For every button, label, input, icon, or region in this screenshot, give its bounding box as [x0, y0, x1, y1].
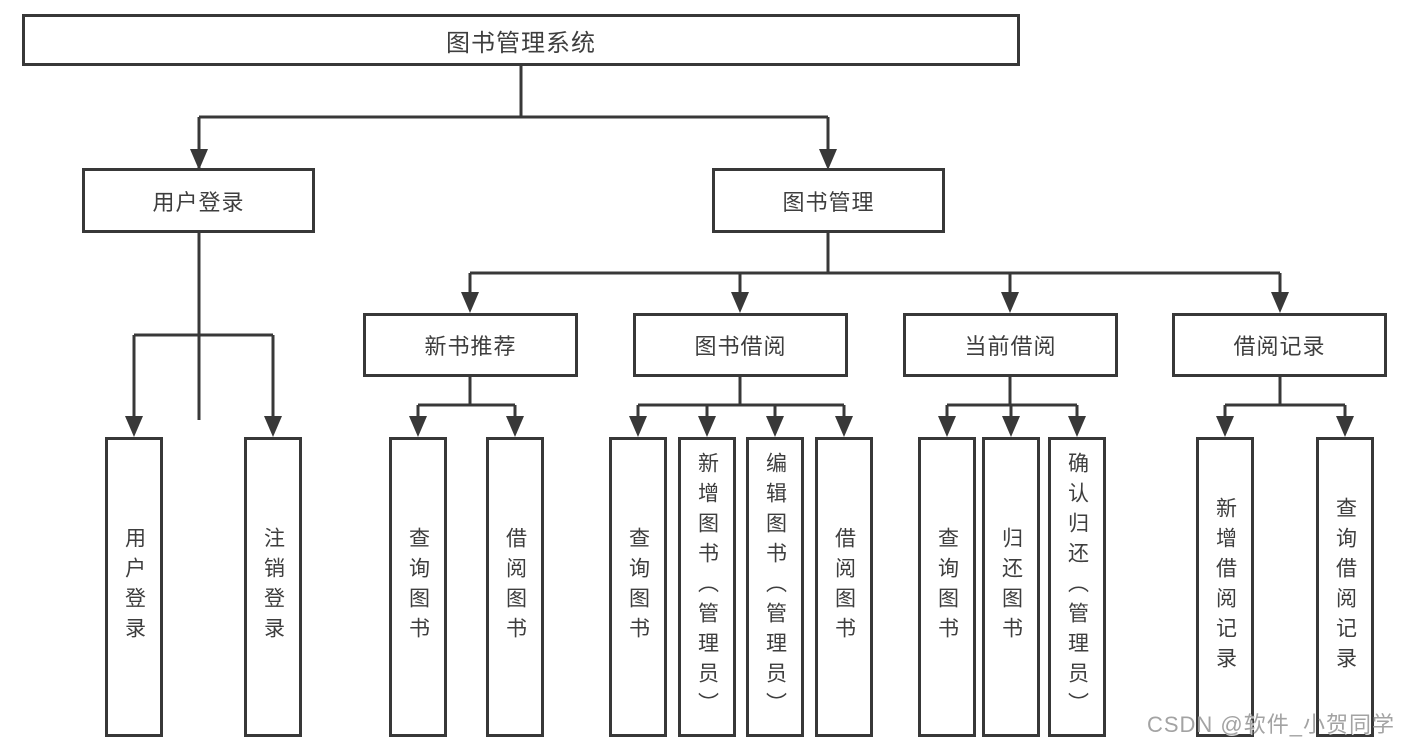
- leaf-query-borrow-record: 查询借阅记录: [1316, 437, 1374, 737]
- leaf-query-books-borrow: 查询图书: [609, 437, 667, 737]
- node-label: 查询图书: [626, 527, 650, 647]
- node-root-system: 图书管理系统: [22, 14, 1020, 66]
- node-current-borrow: 当前借阅: [903, 313, 1118, 377]
- node-label: 查询图书: [406, 527, 430, 647]
- edges-root-to-level2: [190, 66, 837, 420]
- node-label: 归还图书: [999, 527, 1023, 647]
- node-label: 借阅记录: [1233, 334, 1326, 359]
- arrowhead: [1216, 416, 1234, 437]
- arrowhead: [409, 416, 427, 437]
- leaf-confirm-return-admin: 确认归还（管理员）: [1048, 437, 1106, 737]
- node-label: 查询图书: [935, 527, 959, 647]
- node-label: 图书借阅: [694, 334, 787, 359]
- arrowhead: [1001, 292, 1019, 313]
- node-label: 图书管理: [782, 189, 875, 215]
- node-label: 借阅图书: [832, 527, 856, 647]
- arrowhead: [506, 416, 524, 437]
- leaf-borrow-books: 借阅图书: [815, 437, 873, 737]
- leaf-add-book-admin: 新增图书（管理员）: [678, 437, 736, 737]
- node-label: 图书管理系统: [446, 29, 596, 57]
- node-user-login: 用户登录: [82, 168, 315, 233]
- arrowhead: [629, 416, 647, 437]
- node-label: 查询借阅记录: [1333, 497, 1357, 677]
- leaf-query-books-recommend: 查询图书: [389, 437, 447, 737]
- node-new-book-recommend: 新书推荐: [363, 313, 578, 377]
- node-label: 用户登录: [122, 527, 146, 647]
- node-book-borrow: 图书借阅: [633, 313, 848, 377]
- node-label: 新增借阅记录: [1213, 497, 1237, 677]
- node-label: 新增图书（管理员）: [695, 452, 719, 722]
- arrowhead: [938, 416, 956, 437]
- node-borrow-records: 借阅记录: [1172, 313, 1387, 377]
- node-label: 用户登录: [152, 189, 245, 215]
- leaf-return-book: 归还图书: [982, 437, 1040, 737]
- arrowhead: [835, 416, 853, 437]
- arrowhead: [731, 292, 749, 313]
- node-label: 借阅图书: [503, 527, 527, 647]
- arrowhead: [819, 149, 837, 170]
- node-label: 确认归还（管理员）: [1065, 452, 1089, 722]
- edges-book-mgmt-to-level3: [461, 233, 1289, 313]
- node-label: 当前借阅: [964, 334, 1057, 359]
- node-label: 编辑图书（管理员）: [763, 452, 787, 722]
- node-book-management: 图书管理: [712, 168, 945, 233]
- edges-borrow-records-to-leaves: [1216, 377, 1354, 437]
- arrowhead: [1271, 292, 1289, 313]
- arrowhead: [190, 149, 208, 170]
- csdn-watermark: CSDN @软件_小贺同学: [1146, 712, 1395, 737]
- arrowhead: [264, 416, 282, 437]
- leaf-query-books-current: 查询图书: [918, 437, 976, 737]
- arrowhead: [766, 416, 784, 437]
- leaf-borrow-books-recommend: 借阅图书: [486, 437, 544, 737]
- arrowhead: [1336, 416, 1354, 437]
- leaf-edit-book-admin: 编辑图书（管理员）: [746, 437, 804, 737]
- leaf-user-login: 用户登录: [105, 437, 163, 737]
- node-label: 新书推荐: [424, 334, 517, 359]
- node-label: 注销登录: [261, 527, 285, 647]
- edges-new-books-to-leaves: [409, 377, 524, 437]
- edges-current-borrow-to-leaves: [938, 377, 1086, 437]
- arrowhead: [1068, 416, 1086, 437]
- edges-user-login-to-leaves: [125, 233, 282, 437]
- leaf-logout: 注销登录: [244, 437, 302, 737]
- edges-book-borrow-to-leaves: [629, 377, 853, 437]
- arrowhead: [125, 416, 143, 437]
- arrowhead: [698, 416, 716, 437]
- arrowhead: [461, 292, 479, 313]
- arrowhead: [1002, 416, 1020, 437]
- leaf-add-borrow-record: 新增借阅记录: [1196, 437, 1254, 737]
